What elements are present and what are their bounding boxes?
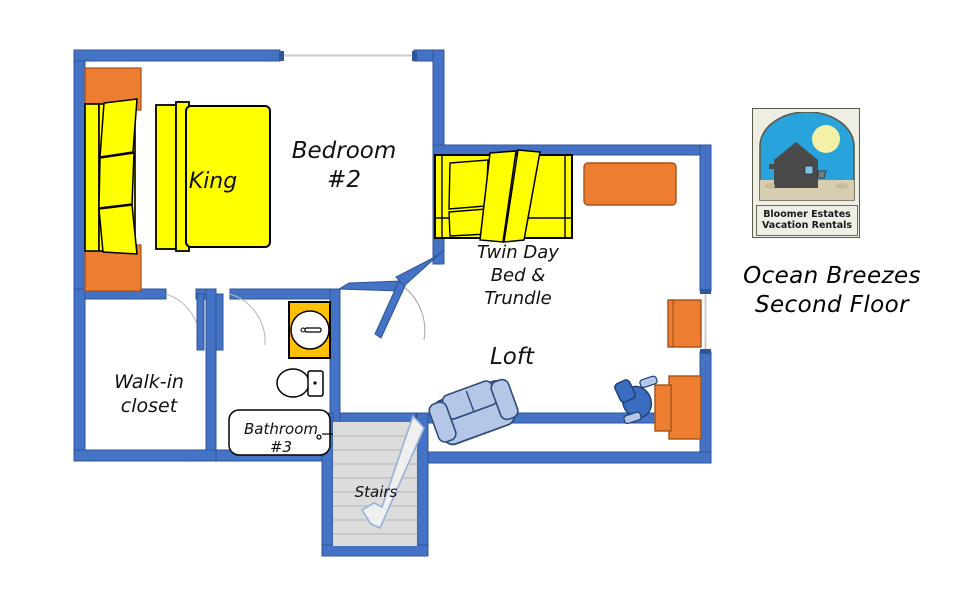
bed-pillow-mid [98, 152, 135, 209]
window-loft-east [700, 289, 711, 354]
bed-fold [155, 104, 177, 250]
wall-top-left-segment [73, 49, 281, 62]
chair-armrest-right [639, 375, 658, 389]
door-arc-bathroom [229, 293, 266, 346]
wall-stairs-bottom [321, 544, 429, 557]
wall-loft-bottom [415, 451, 712, 464]
doors-group [165, 280, 426, 351]
door-leaf-bedroom [374, 280, 406, 339]
twin-day-bed-label-line3: Trundle [484, 288, 551, 309]
door-arc-closet [165, 293, 201, 346]
twin-day-bed-label-line1: Twin Day [477, 242, 559, 263]
door-bedroom-2 [374, 280, 426, 341]
logo-house-eave [769, 164, 779, 169]
wall-left-closet [73, 288, 86, 462]
door-leaf-bathroom [215, 293, 224, 351]
logo-dune-2 [835, 183, 849, 189]
bloomer-estates-logo: Bloomer Estates Vacation Rentals [752, 108, 860, 238]
toilet-flush [313, 381, 317, 385]
wall-left-bedroom [73, 49, 86, 296]
king-bed-label: King [189, 169, 237, 194]
daybed-pillow-upper [448, 159, 489, 210]
twin-day-bed-label-line2: Bed & [491, 265, 546, 286]
logo-deck [817, 170, 827, 179]
wall-closet-right [205, 288, 217, 458]
bathtub-drain [316, 434, 322, 440]
wall-closet-bottom [73, 449, 225, 462]
desk-chair [614, 375, 658, 425]
door-walk-in-closet [165, 293, 205, 351]
window-jamb-bottom [700, 349, 711, 354]
loft-furniture [428, 162, 702, 446]
logo-house-window [804, 165, 814, 175]
logo-caption: Bloomer Estates Vacation Rentals [756, 205, 858, 236]
wall-loft-top [432, 144, 712, 156]
bed-mattress [185, 105, 271, 248]
sink-drain [300, 327, 306, 333]
window-jamb-right [412, 51, 417, 61]
twin-day-bed [434, 149, 573, 243]
bathtub [228, 409, 331, 456]
logo-artwork [759, 112, 855, 201]
daybed-blanket-2 [503, 149, 541, 243]
wall-loft-right-top [699, 144, 712, 292]
loveseat-arm-left [428, 401, 457, 443]
bed-pillow-bottom [98, 204, 138, 255]
wall-bedroom-bottom-mid2 [229, 288, 341, 300]
door-arc-bedroom [399, 283, 426, 341]
bed-pillow-top [99, 98, 138, 158]
toilet-bowl [276, 368, 310, 398]
stairs [333, 414, 425, 546]
windows-group [279, 51, 711, 354]
door-bathroom-3 [215, 293, 266, 351]
walk-in-closet-label-line2: closet [121, 395, 179, 417]
bathroom-3-label-line1: Bathroom [244, 420, 318, 438]
bathroom-fixtures [228, 301, 337, 456]
loveseat-arm-right [490, 378, 519, 421]
door-leaf-closet [196, 293, 205, 351]
daybed-blanket-1 [479, 150, 517, 243]
loft-label: Loft [490, 344, 535, 370]
desk-return [654, 384, 672, 432]
chair-armrest-left [623, 411, 642, 425]
stairs-label: Stairs [355, 483, 398, 501]
page-title-line1: Ocean Breezes [743, 263, 921, 289]
logo-caption-line2: Vacation Rentals [761, 219, 853, 231]
bedroom-2-label-line1: Bedroom [292, 138, 397, 164]
king-bed: King [84, 67, 271, 292]
window-bedroom-north [279, 51, 417, 61]
page-title: Ocean Breezes Second Floor [712, 262, 952, 321]
bed-headboard [84, 103, 100, 252]
stairs-direction-arrow [360, 414, 425, 530]
loveseat [428, 378, 519, 446]
logo-dune-1 [765, 183, 775, 189]
chair-back [614, 379, 636, 403]
dresser-loft-top [583, 162, 677, 206]
sink-faucet [304, 327, 322, 333]
bedroom-2-label-line2: #2 [327, 167, 361, 193]
wall-diagonal-bedroom [395, 249, 445, 287]
wall-diagonal-stub [337, 280, 401, 292]
bathroom-3-label-line2: #3 [270, 438, 292, 456]
page-title-line2: Second Floor [755, 292, 909, 319]
loveseat-cushion-split [465, 390, 475, 412]
desk-loft [668, 375, 702, 440]
walk-in-closet-label-line1: Walk-in [114, 371, 184, 393]
window-jamb-top [700, 289, 711, 294]
window-jamb-left [279, 51, 284, 61]
logo-moon-icon [812, 125, 840, 153]
room-labels: Bedroom #2 Walk-in closet Bathroom #3 Lo… [114, 138, 559, 501]
logo-caption-line1: Bloomer Estates [763, 209, 851, 221]
